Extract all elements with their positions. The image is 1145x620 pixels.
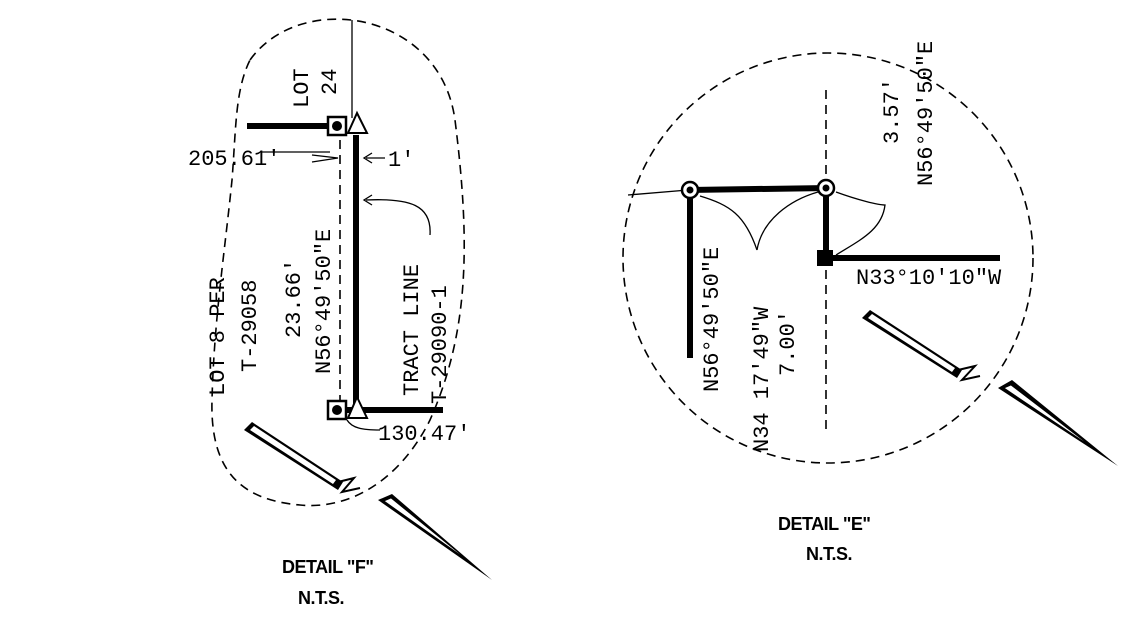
north-arrow-e-break (957, 364, 981, 382)
label-bearing-f: N56°49'50"E (312, 229, 337, 374)
detail-f-boundary (211, 18, 466, 507)
reference-line-top (627, 189, 689, 196)
detail-e: 3.57' N56°49'50"E N33°10'10"W N56°49'50"… (622, 41, 1118, 564)
north-arrow-e-upper-inner (868, 314, 955, 372)
leader-curve-right (835, 191, 886, 256)
label-lot-24: LOT (290, 68, 315, 108)
label-dist-23: 23.66' (282, 259, 307, 338)
detail-f-title: DETAIL "F" (282, 557, 373, 577)
north-arrow-f-break (337, 476, 361, 494)
north-arrow-f-lower-inner (383, 497, 471, 563)
triangle-marker-bottom (346, 394, 369, 419)
label-dist-357: 3.57' (880, 78, 905, 144)
label-offset-1: 1' (388, 148, 414, 173)
monument-square-e (817, 250, 833, 266)
leader-curve-left (699, 195, 758, 251)
label-tract-line: TRACT LINE (400, 264, 425, 396)
label-dist-700: 7.00' (776, 310, 801, 376)
label-lot-24-num: 24 (318, 69, 343, 95)
label-dist-205: 205.61' (188, 147, 280, 172)
triangle-marker-top (346, 110, 369, 134)
lot-line-horizontal (686, 184, 830, 194)
label-bearing-right: N33°10'10"W (856, 266, 1002, 291)
label-lot8-line1: LOT 8 PER (206, 277, 231, 396)
monument-dot-top (332, 121, 342, 131)
north-arrow-f-upper-inner (250, 426, 336, 484)
label-bearing-left: N56°49'50"E (700, 247, 725, 392)
north-arrow-f (244, 422, 492, 580)
label-lot8-line2: T-29058 (238, 280, 263, 372)
tract-leader (365, 199, 431, 236)
detail-e-scale: N.T.S. (806, 544, 852, 564)
leader-130 (346, 419, 381, 431)
detail-e-boundary (622, 52, 1034, 464)
label-tract-number: T-29090-1 (428, 285, 453, 404)
north-arrow-e (862, 310, 1118, 466)
detail-f: LOT 24 205.61' 1' LOT 8 PER T-29058 23.6… (188, 18, 492, 608)
monument-left-dot (686, 186, 694, 194)
leader-1ft-arrow (362, 152, 385, 164)
tract-leader-arrow (362, 194, 373, 206)
detail-f-scale: N.T.S. (298, 588, 344, 608)
leader-curve-mid (756, 191, 819, 251)
label-bearing-top: N56°49'50"E (914, 41, 939, 186)
label-dist-130: 130.47' (378, 422, 470, 447)
label-bearing-mid: N34 17'49"W (750, 306, 775, 452)
north-arrow-e-lower-inner (1003, 384, 1097, 451)
detail-e-title: DETAIL "E" (778, 514, 870, 534)
leader-205-arrow (311, 154, 339, 163)
monument-dot-bottom (332, 405, 342, 415)
monument-right-dot (822, 184, 830, 192)
